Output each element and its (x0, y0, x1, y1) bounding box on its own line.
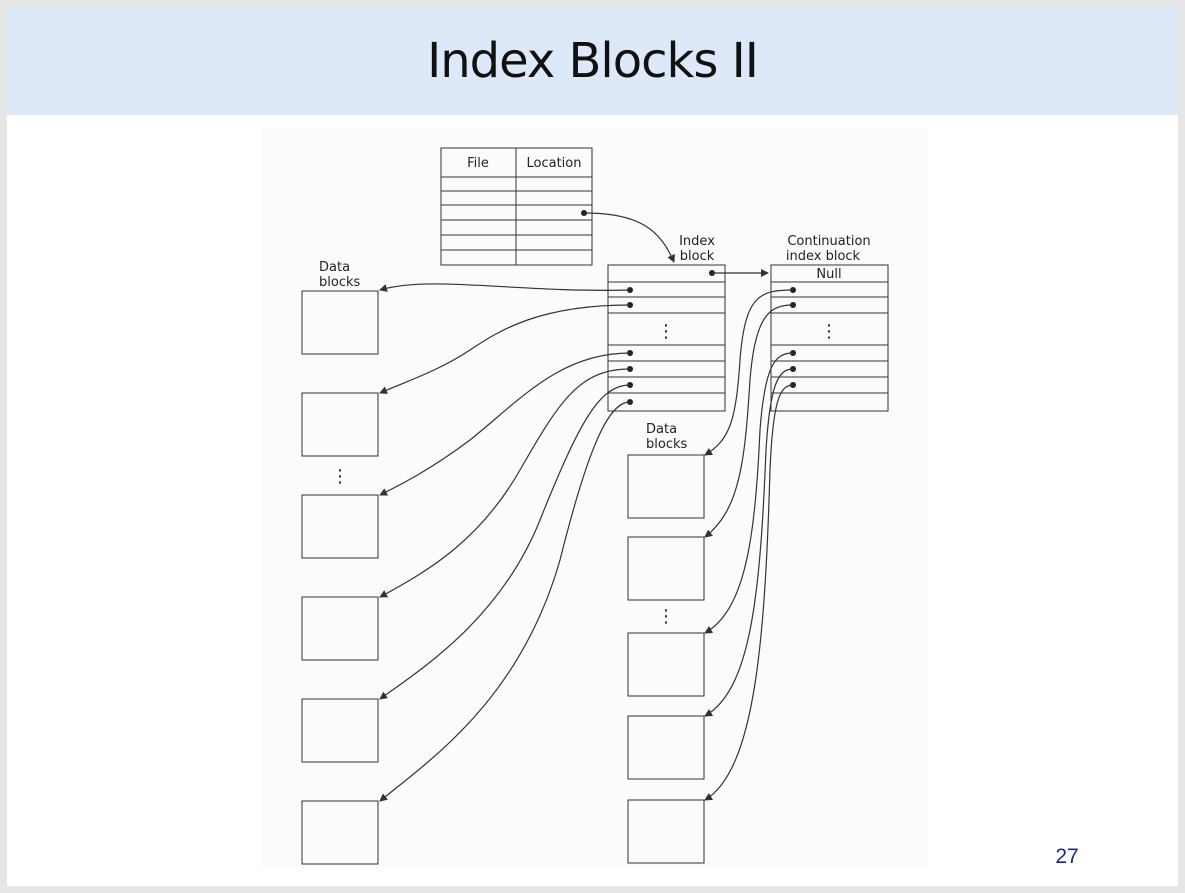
index-block-ellipsis: ⋮ (657, 321, 675, 342)
continuation-index-block (770, 264, 889, 412)
directory-header-location: Location (527, 156, 582, 171)
left-data-blocks (301, 290, 379, 865)
continuation-null: Null (816, 267, 841, 282)
continuation-label-line1: Continuation (787, 234, 870, 249)
directory-header-file: File (467, 156, 489, 171)
continuation-ellipsis: ⋮ (820, 321, 838, 342)
index-block-label-line1: Index (679, 234, 715, 249)
directory-table (440, 147, 593, 266)
page-number: 27 (1055, 845, 1079, 868)
pointer-arrows (379, 212, 794, 802)
right-data-blocks-label-line1: Data (646, 422, 677, 437)
index-block (607, 264, 726, 412)
continuation-label-line2: index block (786, 249, 861, 264)
left-data-blocks-label-line2: blocks (319, 275, 360, 290)
left-blocks-ellipsis: ⋮ (331, 466, 349, 487)
right-blocks-ellipsis: ⋮ (657, 606, 675, 627)
figure-background (262, 128, 927, 868)
title-bar: Index Blocks II (7, 7, 1178, 115)
slide-title: Index Blocks II (427, 33, 759, 89)
right-data-blocks (627, 454, 705, 864)
index-block-label-line2: block (680, 249, 715, 264)
right-data-blocks-label-line2: blocks (646, 437, 687, 452)
left-data-blocks-label-line1: Data (319, 260, 350, 275)
